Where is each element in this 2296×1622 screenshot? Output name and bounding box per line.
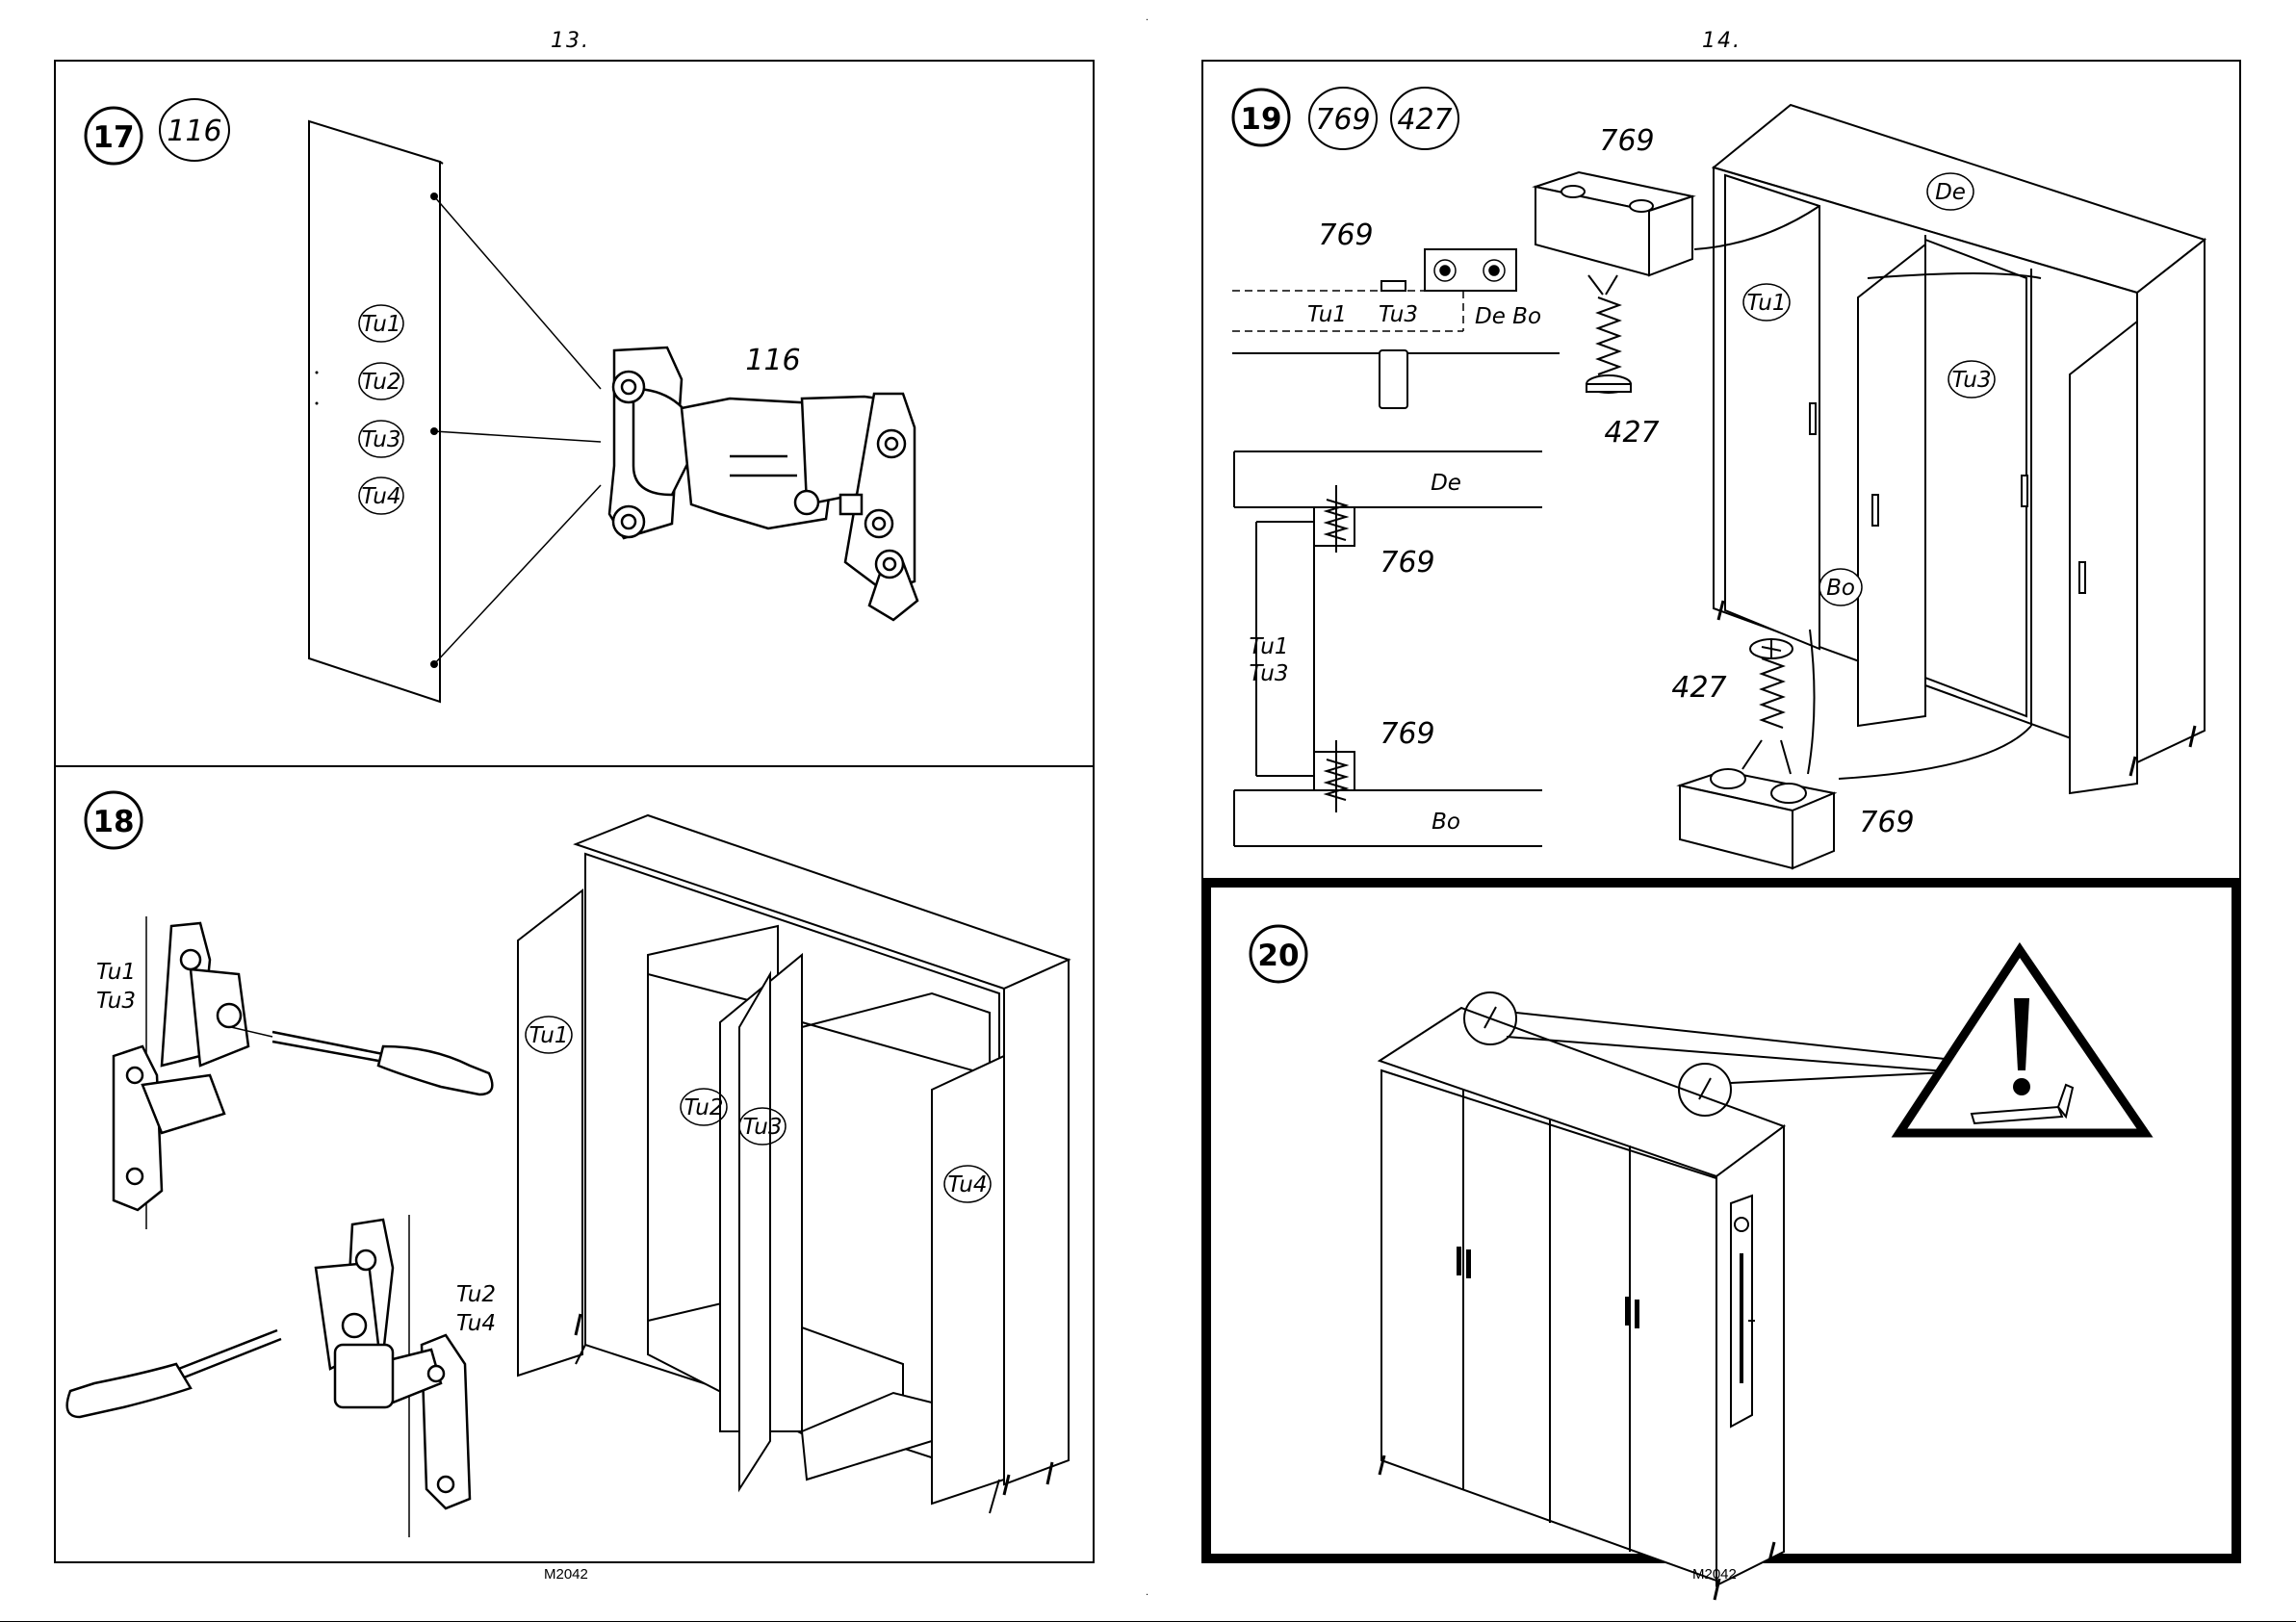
part-label: 427 <box>1604 416 1659 450</box>
part-circle-label: 116 <box>167 115 221 148</box>
door-tag: Tu1 <box>362 312 401 337</box>
hinge-bottom-detail <box>316 1215 470 1537</box>
wardrobe-open-doors <box>518 815 1069 1513</box>
footer-code-right: M2042 <box>1692 1566 1737 1583</box>
step-20-drawing: 20 <box>1211 888 2232 1554</box>
step-number: 20 <box>1257 939 1299 973</box>
block-769-top <box>1535 172 1692 275</box>
part-circle-label: 769 <box>1315 103 1370 137</box>
page-number-right: 14. <box>1702 29 1741 53</box>
exclamation-warning-icon <box>1899 950 2145 1133</box>
rail-label: Tu1 <box>1307 302 1347 327</box>
hinge-label: Tu3 <box>96 989 136 1014</box>
part-tag: Bo <box>1826 576 1855 601</box>
center-mark: · <box>1146 1590 1148 1601</box>
door-tag: Tu2 <box>684 1095 724 1120</box>
step-number: 17 <box>92 120 134 155</box>
part-label: 769 <box>1380 717 1434 751</box>
door-tag: Tu1 <box>529 1023 569 1048</box>
center-mark: · <box>1146 15 1148 26</box>
board-label: Bo <box>1432 810 1460 835</box>
part-label: 769 <box>1599 124 1654 158</box>
part-circle-label: 427 <box>1397 103 1452 137</box>
part-tag: Tu3 <box>1952 368 1992 393</box>
block-769-bottom <box>1680 769 1834 868</box>
part-label: 769 <box>1318 219 1373 252</box>
step-number: 18 <box>92 805 134 839</box>
step-20-panel: 20 <box>1201 878 2241 1563</box>
screw-427-bottom <box>1742 639 1793 774</box>
leader-lines <box>434 196 601 664</box>
part-tag: Tu1 <box>1747 291 1787 316</box>
step-18-drawing: 18 Tu1 Tu3 Tu2 Tu4 <box>56 767 1096 1565</box>
step-17-panel: 17 116 Tu1 Tu2 Tu3 Tu4 <box>54 60 1095 767</box>
board-label: De <box>1431 471 1461 496</box>
door-label: Tu1 <box>1250 634 1289 659</box>
door-tag: Tu2 <box>362 370 401 395</box>
door-tag: Tu3 <box>743 1115 783 1140</box>
hinge-label: Tu1 <box>96 960 136 985</box>
part-label: 116 <box>745 344 800 377</box>
door-tag: Tu4 <box>948 1172 988 1197</box>
door-tag: Tu3 <box>362 427 401 452</box>
door-panel <box>309 121 443 702</box>
step-18-panel: 18 Tu1 Tu3 Tu2 Tu4 <box>54 765 1095 1563</box>
hinge-label: Tu2 <box>456 1282 496 1307</box>
rail-label: Tu3 <box>1379 302 1418 327</box>
anti-tip-bracket-side <box>1731 1196 1755 1427</box>
rail-label: De Bo <box>1475 304 1541 329</box>
part-label: 769 <box>1380 546 1434 579</box>
hinge-116 <box>609 348 917 620</box>
wardrobe-closed <box>1380 1008 1784 1585</box>
part-tag: De <box>1935 180 1966 205</box>
screw-427-top <box>1587 275 1631 393</box>
step-19-panel: 19 769 427 769 Tu1 Tu3 De Bo <box>1201 60 2241 880</box>
step-17-drawing: 17 116 Tu1 Tu2 Tu3 Tu4 <box>56 62 1096 769</box>
screwdriver-top <box>231 1027 492 1094</box>
screwdriver-bottom <box>67 1330 281 1417</box>
part-label: 769 <box>1859 806 1914 839</box>
door-label: Tu3 <box>1250 661 1289 686</box>
door-tag: Tu4 <box>362 484 401 509</box>
page-number-left: 13. <box>551 29 590 53</box>
step-number: 19 <box>1240 102 1281 137</box>
part-label: 427 <box>1671 671 1726 705</box>
hinge-label: Tu4 <box>456 1311 496 1336</box>
step-19-drawing: 19 769 427 769 Tu1 Tu3 De Bo <box>1203 62 2243 882</box>
footer-code-left: M2042 <box>544 1566 588 1583</box>
